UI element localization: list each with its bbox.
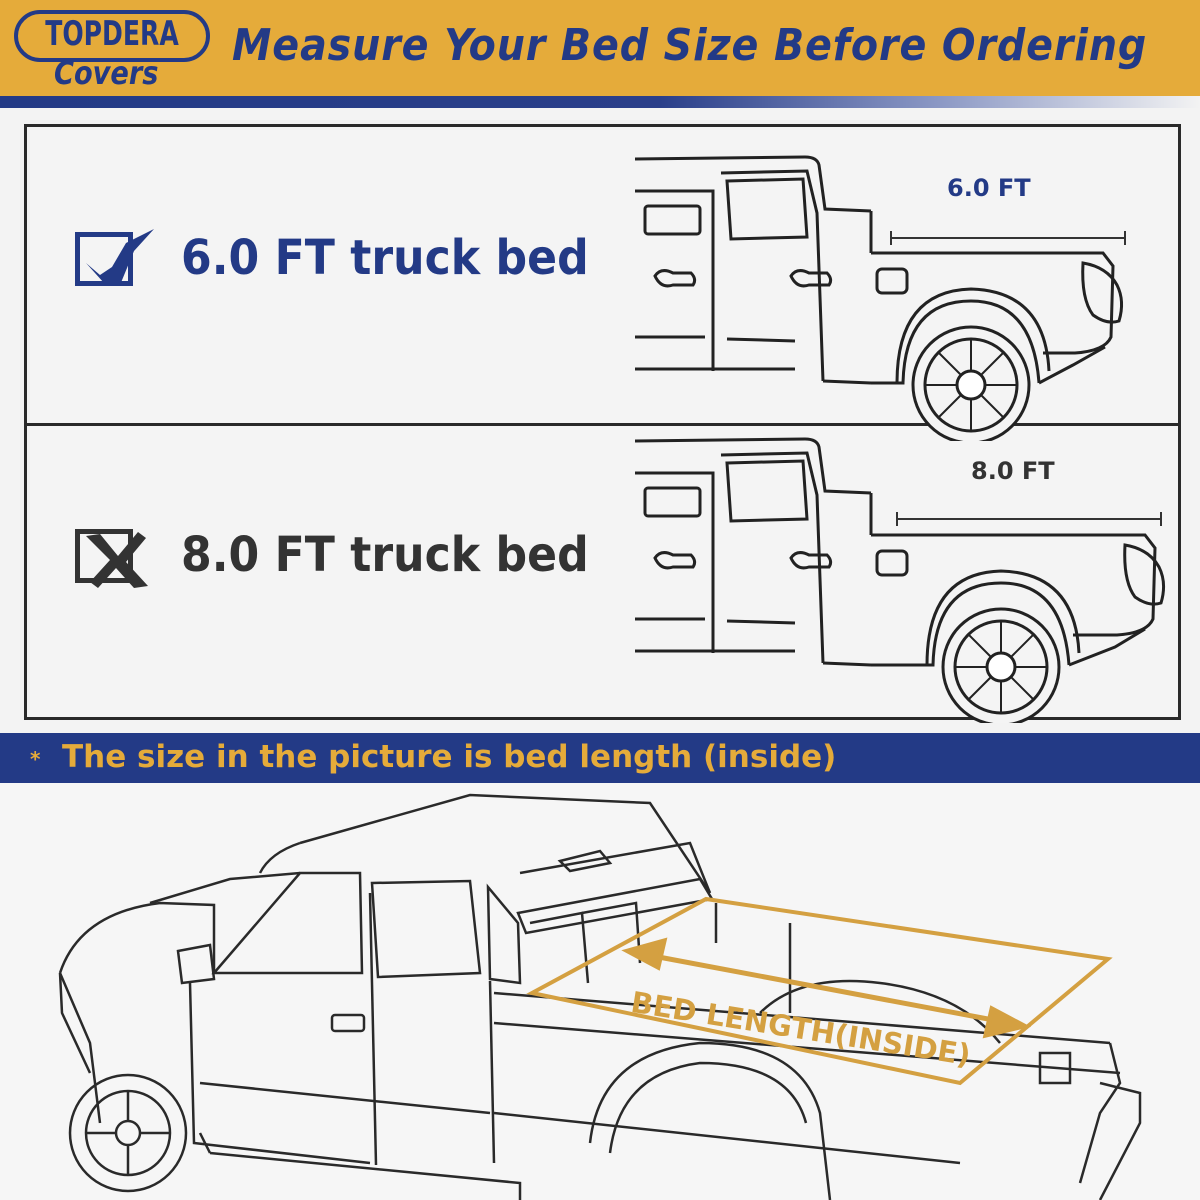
note-text: The size in the picture is bed length (i… <box>62 739 837 775</box>
dimension-label-8ft: 8.0 FT <box>971 457 1055 485</box>
brand-logo: TOPDERA Covers <box>14 8 214 92</box>
option-label-8ft: 8.0 FT truck bed <box>181 527 589 583</box>
panel-divider <box>27 423 1178 426</box>
checkbox-6ft <box>75 229 154 286</box>
checkbox-8ft <box>75 529 148 588</box>
logo-oval <box>14 10 210 62</box>
option-label-6ft: 6.0 FT truck bed <box>181 230 589 286</box>
bed-length-diagram <box>0 783 1200 1200</box>
truck-illustration-8ft <box>635 437 1166 723</box>
truck-illustration-6ft <box>635 155 1126 441</box>
dimension-label-6ft: 6.0 FT <box>947 174 1031 202</box>
note-bar: * The size in the picture is bed length … <box>0 733 1200 783</box>
bed-size-panel: 6.0 FT truck bed <box>24 124 1181 723</box>
checkmark-icon <box>86 229 154 285</box>
header-banner: TOPDERA Covers Measure Your Bed Size Bef… <box>0 0 1200 96</box>
logo-text-top: TOPDERA <box>45 14 179 54</box>
cross-icon <box>86 532 148 588</box>
note-star-icon: * <box>30 747 41 771</box>
header-stripe <box>0 96 1200 108</box>
logo-text-bottom: Covers <box>54 54 159 92</box>
page-title: Measure Your Bed Size Before Ordering <box>232 20 1148 71</box>
